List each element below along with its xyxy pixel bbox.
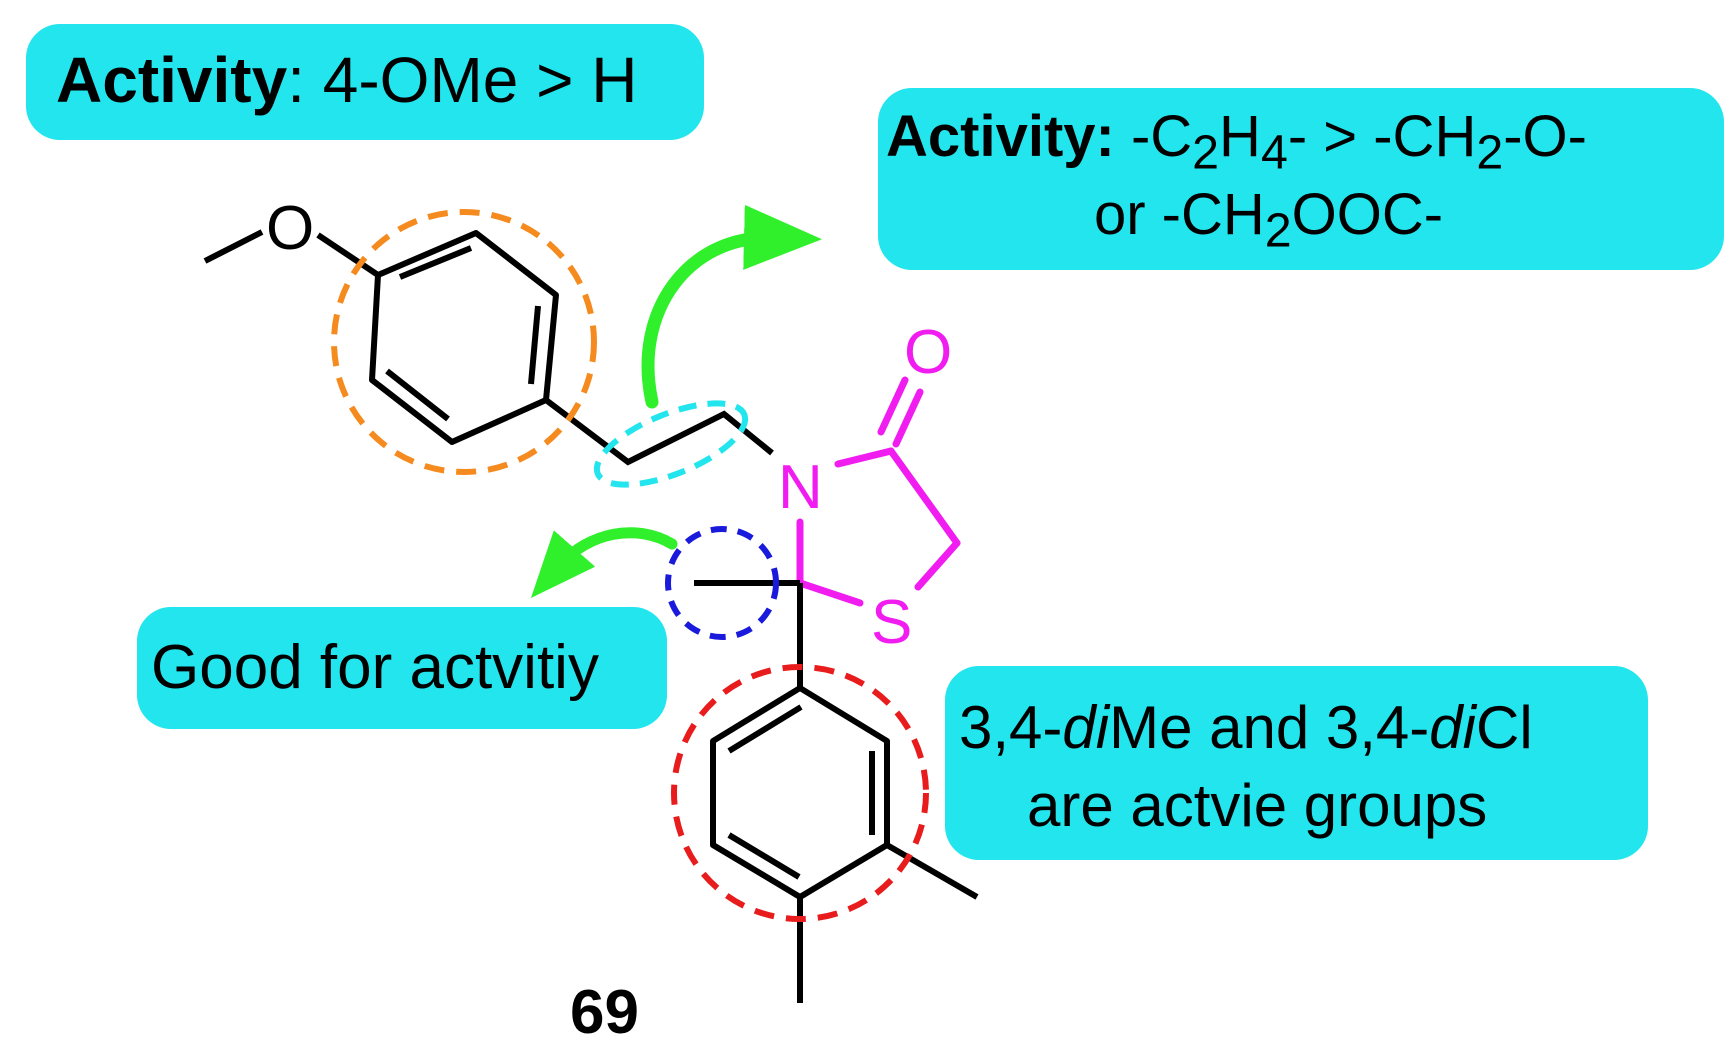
note-linker-line2-a: or -CH	[1094, 182, 1265, 247]
note-linker-bold: Activity:	[886, 104, 1115, 169]
note-aryl-groups: 3,4-diMe and 3,4-diCl are actvie groups	[945, 666, 1648, 860]
circle-linker	[593, 400, 749, 488]
note-aryl-line1-c: Me and 3,4-	[1109, 694, 1430, 761]
note-linker-sub-2: 4	[1260, 125, 1288, 180]
note-aryl-line1-e: Cl	[1475, 694, 1533, 761]
top-phenyl-ring	[369, 230, 559, 445]
bottom-phenyl-ring	[710, 685, 890, 900]
ring-methyl-3	[885, 842, 979, 900]
note-linker-sub-3: 2	[1476, 125, 1504, 180]
note-methoxy-text: : 4-OMe > H	[287, 44, 638, 116]
note-methoxy-activity: Activity: 4-OMe > H	[26, 24, 704, 140]
note-aryl-line1-a: 3,4-	[959, 694, 1063, 761]
atom-o-carbonyl: O	[904, 318, 953, 387]
note-methyl-activity: Good for actvitiy	[137, 607, 667, 729]
note-linker-line1-a: -C	[1114, 104, 1193, 169]
atom-s: S	[871, 588, 913, 657]
arrow-to-methyl-note	[530, 527, 678, 599]
circle-methyl	[665, 526, 779, 640]
atom-o-methoxy: O	[266, 194, 315, 263]
ethylene-linker	[544, 397, 774, 466]
note-linker-line1-b: H	[1219, 104, 1261, 169]
compound-label: 69	[570, 978, 639, 1047]
circle-bottom-phenyl	[671, 664, 929, 922]
thiazolidinone-ring	[796, 376, 961, 607]
note-linker-sub-4: 2	[1264, 203, 1292, 258]
note-linker-line1-d: -O-	[1503, 104, 1587, 169]
note-methyl-text: Good for actvitiy	[151, 633, 599, 702]
note-aryl-line1-b: di	[1062, 694, 1110, 761]
note-aryl-line1-d: di	[1429, 694, 1476, 761]
note-linker-sub-1: 2	[1192, 125, 1220, 180]
circle-top-phenyl	[331, 209, 597, 475]
atom-n: N	[778, 453, 823, 522]
note-linker-line1-c: - > -CH	[1287, 104, 1477, 169]
arrow-to-linker-note	[641, 204, 822, 409]
o-ring-bond	[316, 232, 380, 278]
note-methoxy-bold: Activity	[56, 44, 288, 116]
note-linker-line2-b: OOC-	[1291, 182, 1444, 247]
methyl-bond	[203, 229, 264, 264]
note-aryl-line2: are actvie groups	[1027, 772, 1488, 839]
note-linker-activity: Activity: -C2H4- > -CH2-O- or -CH2OOC-	[878, 88, 1724, 270]
